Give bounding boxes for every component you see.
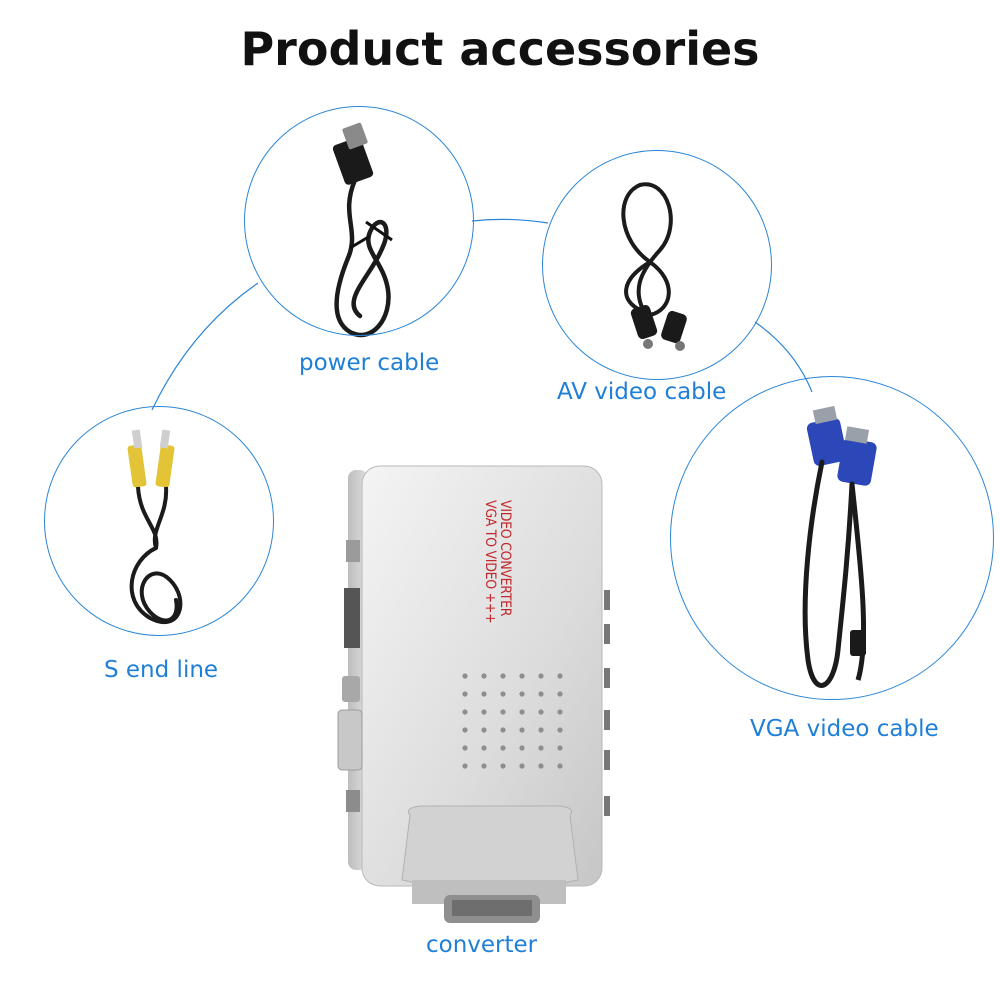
- power-cable-circle: [244, 106, 474, 336]
- converter-label: converter: [426, 932, 538, 958]
- av-video-cable-label: AV video cable: [557, 379, 727, 405]
- s-end-line-circle: [44, 406, 274, 636]
- device-label-line1: VIDEO CONVERTER: [497, 500, 513, 617]
- vga-video-cable-label: VGA video cable: [750, 716, 939, 742]
- connector-line-left: [151, 282, 259, 411]
- device-printed-label: VIDEO CONVERTER VGA TO VIDEO +++: [482, 500, 513, 624]
- connector-line-middle: [471, 218, 549, 224]
- av-video-cable-circle: [542, 150, 772, 380]
- device-label-line2: VGA TO VIDEO +++: [482, 500, 498, 624]
- page-title: Product accessories: [240, 22, 760, 76]
- vga-converter-icon: [337, 465, 610, 923]
- s-end-line-label: S end line: [104, 657, 219, 683]
- power-cable-label: power cable: [299, 350, 440, 376]
- vga-video-cable-circle: [670, 376, 994, 700]
